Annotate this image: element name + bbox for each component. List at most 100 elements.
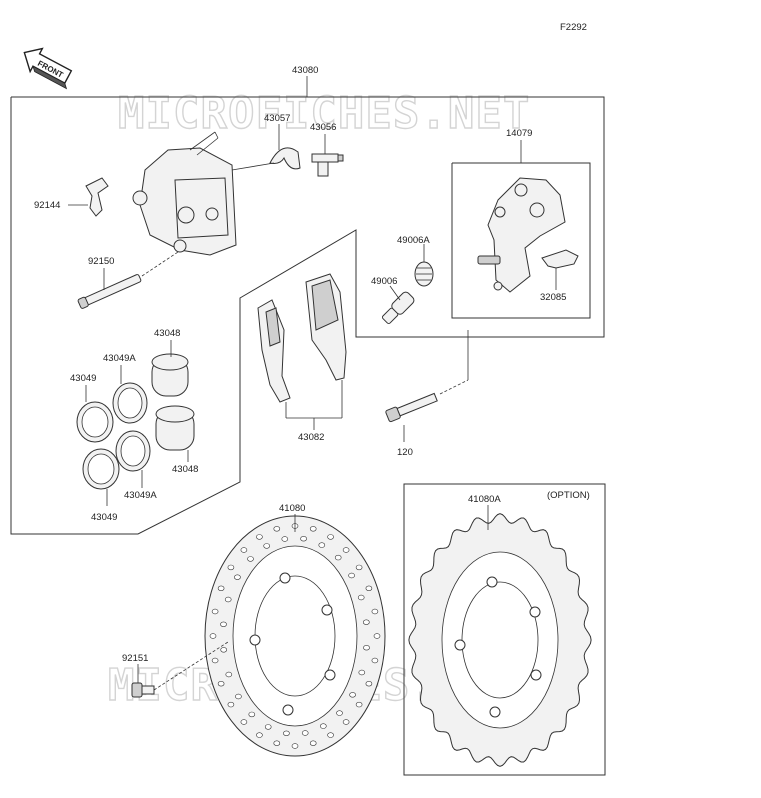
brake-pad-right [305, 273, 347, 381]
disc-hole [319, 723, 327, 729]
label-92150: 92150 [88, 256, 114, 267]
disc-hole [273, 740, 281, 746]
label-14079: 14079 [506, 128, 532, 139]
disc-hole [217, 585, 225, 591]
disc-hole [363, 644, 370, 651]
watermark-top: MICROFICHES.NET [118, 88, 530, 139]
label-92144: 92144 [34, 200, 60, 211]
label-43080: 43080 [292, 65, 318, 76]
disc-hole [273, 526, 281, 532]
pin-92150 [77, 274, 142, 309]
disc-hole [334, 554, 342, 561]
disc-hole [234, 574, 241, 580]
pad-spring-92144 [85, 177, 109, 217]
disc-hole [283, 730, 290, 736]
bracket-14079 [477, 177, 566, 293]
disc-hole [342, 547, 350, 553]
disc-hole [362, 619, 370, 625]
disc-hole [327, 732, 334, 738]
label-49006: 49006 [371, 276, 397, 287]
disc-hole [256, 534, 263, 540]
disc-hole [318, 542, 326, 548]
disc-hole [220, 647, 227, 653]
disc-hole [301, 730, 309, 736]
disc-hole [240, 719, 248, 725]
disc-hole [256, 732, 263, 738]
disc-hole [211, 657, 219, 664]
disc-hole [348, 572, 355, 579]
caliper-assy-frame [10, 96, 605, 535]
caliper-body [132, 131, 237, 256]
disc-hole [209, 633, 217, 639]
piston-43048-lower [155, 405, 195, 451]
disc-hole [227, 564, 235, 571]
disc-hole [365, 680, 373, 687]
disc-hole [355, 564, 363, 571]
disc-hole [342, 719, 350, 725]
slide-pin-49006 [381, 291, 415, 325]
label-41080A: 41080A [468, 494, 501, 505]
label-43082: 43082 [298, 432, 324, 443]
disc-hole [235, 693, 242, 700]
disc-hole [373, 633, 381, 639]
diagram-code: F2292 [560, 22, 587, 33]
label-92151: 92151 [122, 653, 148, 664]
label-120: 120 [397, 447, 413, 458]
brake-pad-left [257, 299, 291, 403]
disc-hole [281, 536, 289, 542]
bracket-frame [451, 162, 591, 319]
bleed-valve-43056 [311, 153, 344, 177]
bleed-cap-43057 [269, 147, 301, 170]
disc-hole [220, 621, 227, 627]
disc-hole [264, 724, 272, 730]
label-43049A-upper: 43049A [103, 353, 136, 364]
disc-hole [240, 547, 248, 553]
option-frame [403, 483, 606, 776]
seal-43049-lower [82, 448, 120, 490]
seal-43049A-lower [115, 430, 151, 472]
front-arrow-icon: FRONT [23, 47, 73, 90]
disc-hole [217, 680, 225, 687]
disc-hole [263, 543, 271, 549]
seal-43049-upper [76, 401, 114, 443]
label-43049A-lower: 43049A [124, 490, 157, 501]
pad-retainer-32085 [541, 249, 579, 269]
label-43049-upper: 43049 [70, 373, 96, 384]
seal-43049A-upper [112, 382, 148, 424]
brake-disc-41080A [408, 513, 592, 767]
option-label: (OPTION) [547, 490, 590, 501]
disc-hole [247, 556, 254, 562]
disc-hole [365, 585, 373, 591]
disc-hole [224, 596, 232, 603]
label-43057: 43057 [264, 113, 290, 124]
disc-hole [358, 669, 366, 676]
label-43048-lower: 43048 [172, 464, 198, 475]
label-43048-upper: 43048 [154, 328, 180, 339]
disc-hole [327, 534, 334, 540]
brake-disc-41080 [204, 515, 386, 757]
disc-hole [211, 608, 219, 615]
disc-hole [357, 594, 365, 601]
boot-49006A [414, 261, 434, 287]
label-49006A: 49006A [397, 235, 430, 246]
disc-hole [309, 740, 317, 746]
label-43049-lower: 43049 [91, 512, 117, 523]
disc-hole [309, 526, 317, 532]
disc-hole [371, 657, 379, 664]
disc-hole [291, 743, 299, 749]
disc-hole [227, 701, 235, 708]
label-32085: 32085 [540, 292, 566, 303]
disc-hole [336, 710, 343, 716]
screw-92151 [131, 682, 155, 698]
disc-hole [300, 535, 307, 542]
disc-hole [349, 692, 356, 698]
label-43056: 43056 [310, 122, 336, 133]
disc-hole [355, 701, 363, 708]
label-41080: 41080 [279, 503, 305, 514]
disc-hole [371, 608, 379, 615]
piston-43048-upper [151, 353, 189, 397]
disc-hole [248, 711, 256, 718]
disc-hole [225, 671, 233, 678]
bolt-120 [385, 392, 438, 423]
